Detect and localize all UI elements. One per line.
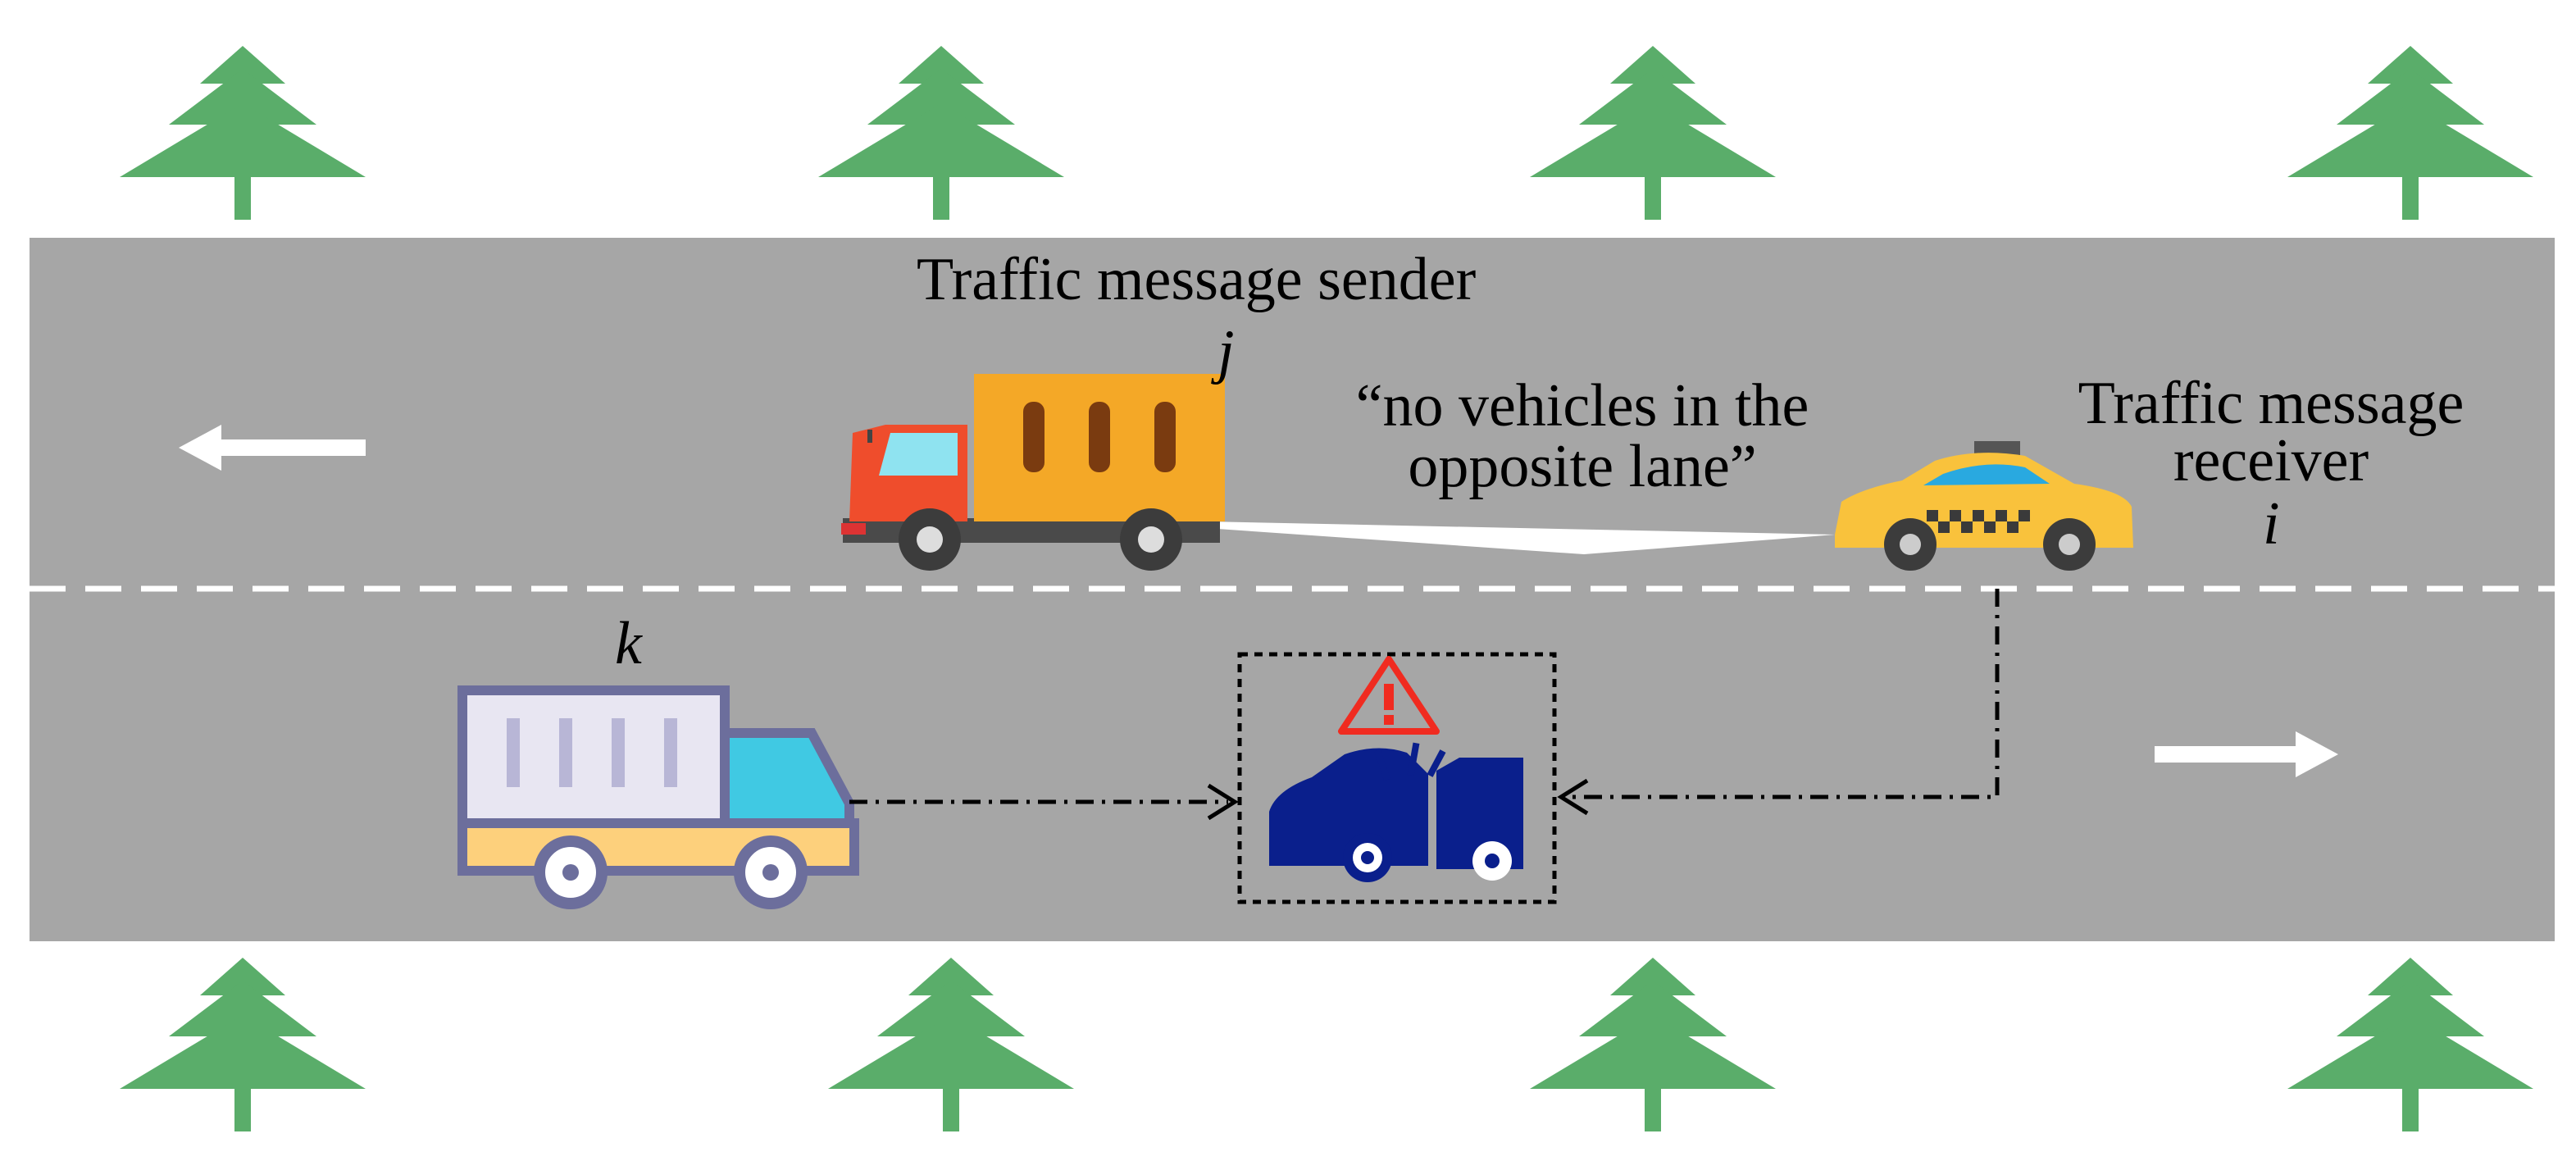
pine-tree-icon [2287, 958, 2533, 1131]
message-beam [1205, 521, 1835, 554]
pine-tree-icon [120, 958, 366, 1131]
connector-receiver-to-accident [1557, 589, 2000, 816]
sender-label: Traffic message sender [917, 246, 1477, 313]
warning-triangle-icon [1338, 656, 1440, 735]
right-direction-arrow [2155, 731, 2338, 777]
pine-tree-icon [1530, 46, 1776, 220]
bottom-trees [120, 958, 2533, 1131]
taxi-icon [1835, 441, 2133, 571]
top-trees [120, 46, 2533, 220]
receiver-variable: i [2263, 490, 2280, 558]
car-crash-icon [1269, 742, 1523, 882]
pine-tree-icon [1530, 958, 1776, 1131]
cargo-truck-icon [841, 374, 1225, 571]
pine-tree-icon [2287, 46, 2533, 220]
third-vehicle-variable: k [615, 610, 642, 677]
sender-variable: j [1217, 318, 1235, 385]
box-truck-icon [457, 685, 859, 909]
connector-third-to-accident [849, 783, 1239, 821]
left-direction-arrow [179, 425, 366, 471]
pine-tree-icon [120, 46, 366, 220]
receiver-label: Traffic message receiver [2078, 370, 2464, 494]
pine-tree-icon [828, 958, 1074, 1131]
message-quote: “no vehicles in the opposite lane” [1355, 372, 1809, 500]
pine-tree-icon [818, 46, 1064, 220]
